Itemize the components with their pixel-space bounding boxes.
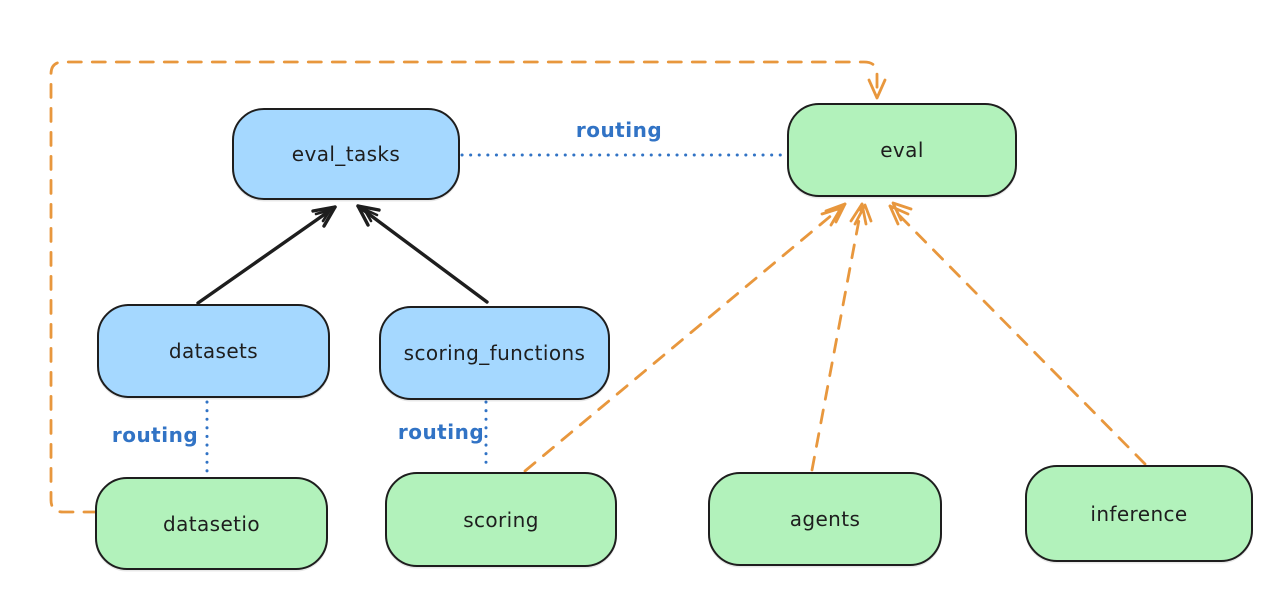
node-eval: eval <box>787 103 1017 197</box>
node-datasetio-label: datasetio <box>162 511 260 536</box>
node-datasets: datasets <box>97 304 330 398</box>
node-eval-tasks-label: eval_tasks <box>291 142 401 166</box>
node-eval-tasks: eval_tasks <box>232 108 460 200</box>
arrow-scoring-functions-to-eval-tasks <box>356 204 489 304</box>
node-eval-label: eval <box>880 138 924 162</box>
edge-label-routing-top: routing <box>575 118 663 142</box>
arrow-datasets-to-eval-tasks <box>196 205 337 305</box>
node-scoring: scoring <box>385 472 617 567</box>
arrow-agents-to-eval <box>810 202 873 472</box>
node-datasetio: datasetio <box>95 477 328 570</box>
node-scoring-label: scoring <box>463 507 539 532</box>
edge-label-routing-scoring: routing <box>397 420 485 444</box>
node-agents: agents <box>708 472 942 566</box>
edge-label-routing-datasets: routing <box>111 423 199 447</box>
node-scoring-functions: scoring_functions <box>379 306 610 400</box>
arrow-datasetio-to-eval-loop <box>49 60 887 514</box>
node-inference: inference <box>1025 465 1253 562</box>
arrow-inference-to-eval <box>888 201 1147 466</box>
node-inference-label: inference <box>1090 501 1188 526</box>
node-scoring-functions-label: scoring_functions <box>403 341 586 365</box>
node-datasets-label: datasets <box>168 339 259 363</box>
node-agents-label: agents <box>789 507 861 531</box>
arrow-scoring-to-eval <box>523 202 847 473</box>
